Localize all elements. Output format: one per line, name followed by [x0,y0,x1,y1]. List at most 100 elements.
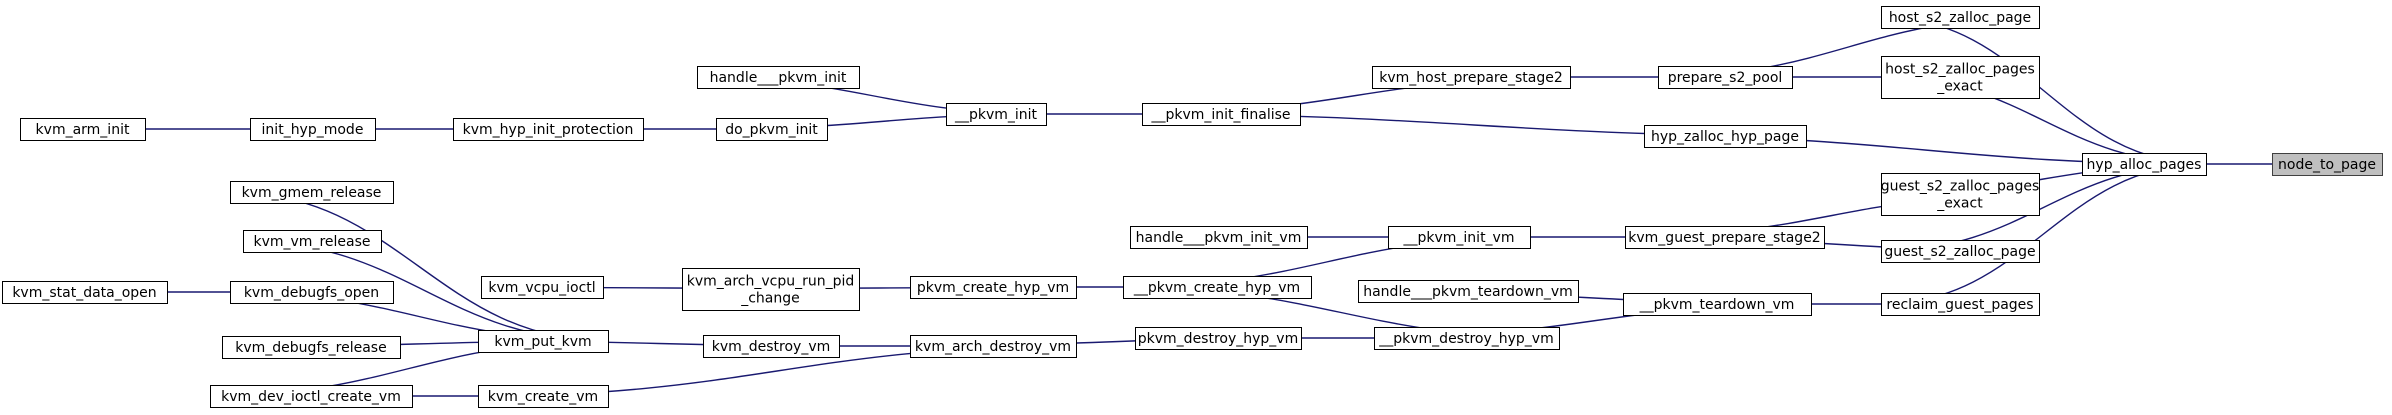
node-label: __pkvm_init_vm [1403,230,1515,246]
node-__pkvm_create_hyp_vm[interactable]: __pkvm_create_hyp_vm [1123,276,1312,299]
node-box [1644,125,1807,148]
node-box [1374,327,1560,350]
node-__pkvm_destroy_hyp_vm[interactable]: __pkvm_destroy_hyp_vm [1374,327,1560,350]
node-label: handle___pkvm_init_vm [1136,230,1302,246]
node-box [910,276,1077,299]
node-handle___pkvm_init[interactable]: handle___pkvm_init [697,66,860,89]
node-init_hyp_mode[interactable]: init_hyp_mode [250,118,376,141]
node-box [2082,153,2207,176]
node-kvm_gmem_release[interactable]: kvm_gmem_release [230,181,394,204]
node-box [1142,103,1301,126]
node-reclaim_guest_pages[interactable]: reclaim_guest_pages [1881,293,2040,316]
node-box [250,118,376,141]
node-kvm_hyp_init_protection[interactable]: kvm_hyp_init_protection [453,118,644,141]
node-label: prepare_s2_pool [1668,70,1783,86]
node-label: __pkvm_destroy_hyp_vm [1378,331,1553,347]
node-label: guest_s2_zalloc_page [1884,244,2035,260]
node-layer: node_to_page hyp_alloc_pages host_s2_zallo… [2,6,2383,408]
node-label: handle___pkvm_teardown_vm [1363,284,1573,300]
node-box [243,230,382,253]
node-box [2272,153,2383,176]
node-box [1372,66,1571,89]
node-box [210,385,413,408]
node-__pkvm_init_vm[interactable]: __pkvm_init_vm [1388,226,1531,249]
node-label: kvm_host_prepare_stage2 [1379,70,1563,86]
node-box [1123,276,1312,299]
node-kvm_destroy_vm[interactable]: kvm_destroy_vm [703,335,840,358]
node-hyp_zalloc_hyp_page[interactable]: hyp_zalloc_hyp_page [1644,125,1807,148]
node-do_pkvm_init[interactable]: do_pkvm_init [716,118,828,141]
node-box [478,385,609,408]
node-kvm_debugfs_release[interactable]: kvm_debugfs_release [222,336,401,359]
node-handle___pkvm_init_vm[interactable]: handle___pkvm_init_vm [1130,226,1308,249]
node-box [1881,293,2040,316]
node-box [1130,226,1308,249]
node-label: pkvm_create_hyp_vm [917,280,1069,296]
node-box [222,336,401,359]
node-box [1881,6,2040,29]
node-label: kvm_create_vm [488,389,598,405]
node-box [478,330,609,353]
node-label: _exact [1936,79,1983,95]
node-label: kvm_destroy_vm [712,339,831,355]
node-kvm_vcpu_ioctl[interactable]: kvm_vcpu_ioctl [481,276,604,299]
node-label: kvm_dev_ioctl_create_vm [221,389,401,405]
node-label: kvm_vcpu_ioctl [488,280,595,296]
node-box [1388,226,1531,249]
node-label: kvm_gmem_release [242,185,382,201]
node-box [697,66,860,89]
node-label: kvm_debugfs_open [244,285,379,301]
node-prepare_s2_pool[interactable]: prepare_s2_pool [1658,66,1793,89]
node-label: kvm_arm_init [36,122,130,138]
node-label: _change [740,291,800,307]
node-label: do_pkvm_init [725,122,818,138]
node-kvm_debugfs_open[interactable]: kvm_debugfs_open [230,281,394,304]
node-label: kvm_put_kvm [494,334,591,350]
node-hyp_alloc_pages[interactable]: hyp_alloc_pages [2082,153,2207,176]
node-label: kvm_arch_vcpu_run_pid [687,274,855,290]
node-kvm_vm_release[interactable]: kvm_vm_release [243,230,382,253]
node-__pkvm_init[interactable]: __pkvm_init [946,103,1047,126]
node-box [20,118,146,141]
node-box [1881,240,2040,263]
node-pkvm_destroy_hyp_vm[interactable]: pkvm_destroy_hyp_vm [1135,327,1302,350]
node-box [1881,173,2040,216]
node-label: _exact [1936,196,1983,212]
node-label: __pkvm_init [954,107,1038,123]
node-label: hyp_zalloc_hyp_page [1651,129,1799,145]
node-kvm_create_vm[interactable]: kvm_create_vm [478,385,609,408]
node-label: init_hyp_mode [262,122,364,138]
node-guest_s2_zalloc_pages_exact[interactable]: guest_s2_zalloc_pages_exact [1881,173,2040,216]
node-kvm_put_kvm[interactable]: kvm_put_kvm [478,330,609,353]
node-node_to_page[interactable]: node_to_page [2272,153,2383,176]
node-box [1623,293,1812,316]
node-box [1358,280,1579,303]
node-__pkvm_init_finalise[interactable]: __pkvm_init_finalise [1142,103,1301,126]
node-kvm_arm_init[interactable]: kvm_arm_init [20,118,146,141]
node-guest_s2_zalloc_page[interactable]: guest_s2_zalloc_page [1881,240,2040,263]
node-box [946,103,1047,126]
node-box [230,181,394,204]
node-label: node_to_page [2278,157,2376,173]
node-label: kvm_vm_release [253,234,370,250]
node-__pkvm_teardown_vm[interactable]: __pkvm_teardown_vm [1623,293,1812,316]
node-label: hyp_alloc_pages [2087,157,2202,173]
node-pkvm_create_hyp_vm[interactable]: pkvm_create_hyp_vm [910,276,1077,299]
node-kvm_guest_prepare_stage2[interactable]: kvm_guest_prepare_stage2 [1625,226,1825,249]
node-box [2,281,168,304]
node-label: host_s2_zalloc_page [1889,10,2031,26]
node-handle___pkvm_teardown_vm[interactable]: handle___pkvm_teardown_vm [1358,280,1579,303]
node-kvm_dev_ioctl_create_vm[interactable]: kvm_dev_ioctl_create_vm [210,385,413,408]
edge-kvm_gmem_release-to-kvm_put_kvm [229,191,609,346]
node-kvm_host_prepare_stage2[interactable]: kvm_host_prepare_stage2 [1372,66,1571,89]
node-host_s2_zalloc_page[interactable]: host_s2_zalloc_page [1881,6,2040,29]
node-kvm_arch_destroy_vm[interactable]: kvm_arch_destroy_vm [910,335,1077,358]
node-host_s2_zalloc_pages_exact[interactable]: host_s2_zalloc_pages_exact [1881,56,2040,99]
node-box [230,281,394,304]
node-box [682,268,860,311]
node-label: handle___pkvm_init [710,70,847,86]
node-label: host_s2_zalloc_pages [1885,62,2035,78]
node-kvm_arch_vcpu_run_pid_change[interactable]: kvm_arch_vcpu_run_pid_change [682,268,860,311]
node-kvm_stat_data_open[interactable]: kvm_stat_data_open [2,281,168,304]
node-label: __pkvm_create_hyp_vm [1133,280,1300,296]
